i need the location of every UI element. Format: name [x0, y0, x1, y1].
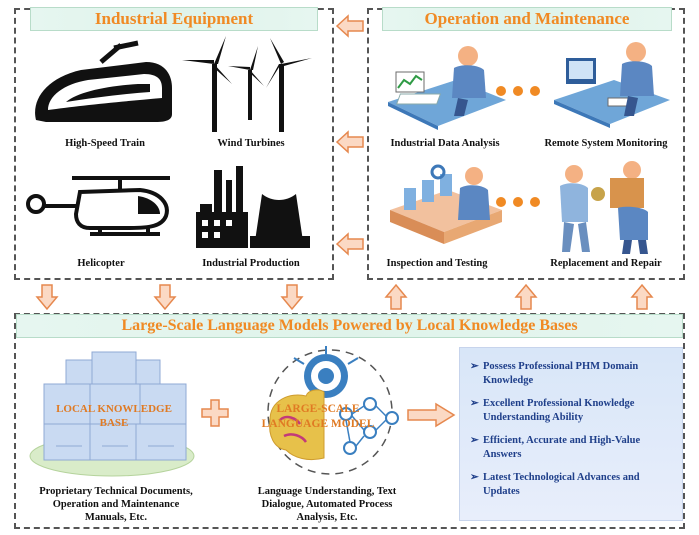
benefits-list: ➢ Possess Professional PHM Domain Knowle… [459, 347, 683, 521]
remote-monitoring-icon [554, 42, 670, 128]
industrial-production-label: Industrial Production [202, 258, 300, 269]
down-arrow-icon [35, 284, 59, 311]
equipment-title: Industrial Equipment [30, 7, 318, 31]
inspection-testing-label: Inspection and Testing [386, 258, 488, 269]
factory-icon [196, 166, 310, 248]
left-arrow-icon [335, 14, 364, 38]
remote-monitoring-label: Remote System Monitoring [544, 138, 668, 149]
ellipsis-icon [496, 86, 540, 96]
left-arrow-icon [335, 130, 364, 154]
operation-title: Operation and Maintenance [382, 7, 672, 31]
benefit-item: ➢ Latest Technological Advances and Upda… [470, 472, 640, 497]
llm-caption-line1: Language Understanding, Text [257, 486, 397, 497]
benefit-item: ➢ Excellent Professional Knowledge Under… [470, 398, 635, 423]
wind-turbines-icon [182, 36, 312, 132]
left-arrow-icon [335, 232, 364, 256]
kb-caption-line3: Manuals, Etc. [84, 512, 148, 523]
llm-label-line1: LARGE-SCALE [276, 403, 359, 415]
inspection-testing-icon [390, 164, 502, 244]
knowledge-base-icon: LOCAL KNOWLEDGE BASE [29, 351, 195, 477]
helicopter-label: Helicopter [77, 258, 125, 269]
llm-title: Large-Scale Language Models Powered by L… [16, 314, 683, 338]
arrowhead-bullet-icon: ➢ [470, 435, 479, 446]
benefit-item: ➢ Efficient, Accurate and High-Value Ans… [470, 435, 641, 460]
kb-label-line1: LOCAL KNOWLEDGE [56, 403, 172, 415]
up-arrow-icon [514, 283, 538, 310]
arrowhead-bullet-icon: ➢ [470, 398, 479, 409]
up-arrow-icon [630, 283, 654, 310]
llm-caption-line2: Dialogue, Automated Process [261, 499, 393, 510]
data-analysis-label: Industrial Data Analysis [390, 138, 500, 149]
replacement-repair-icon [560, 161, 648, 254]
language-model-icon: LARGE-SCALE LANGUAGE MODEL [262, 346, 399, 475]
kb-label-line2: BASE [100, 417, 129, 429]
data-analysis-icon [388, 46, 506, 130]
down-arrow-icon [280, 284, 304, 311]
up-arrow-icon [384, 283, 408, 310]
wind-turbines-label: Wind Turbines [217, 138, 285, 149]
plus-icon [201, 399, 229, 427]
replacement-repair-label: Replacement and Repair [550, 258, 662, 269]
kb-caption-line1: Proprietary Technical Documents, [39, 486, 193, 497]
train-label: High-Speed Train [65, 138, 145, 149]
helicopter-icon [26, 176, 170, 236]
benefit-item: ➢ Possess Professional PHM Domain Knowle… [470, 361, 639, 386]
llm-caption-line3: Analysis, Etc. [296, 512, 358, 523]
arrowhead-bullet-icon: ➢ [470, 472, 479, 483]
ellipsis-icon [496, 197, 540, 207]
right-arrow-icon [407, 402, 456, 428]
kb-caption-line2: Operation and Maintenance [52, 499, 180, 510]
llm-label-line2: LANGUAGE MODEL [262, 418, 375, 430]
down-arrow-icon [153, 284, 177, 311]
arrowhead-bullet-icon: ➢ [470, 361, 479, 372]
high-speed-train-icon [35, 40, 172, 122]
